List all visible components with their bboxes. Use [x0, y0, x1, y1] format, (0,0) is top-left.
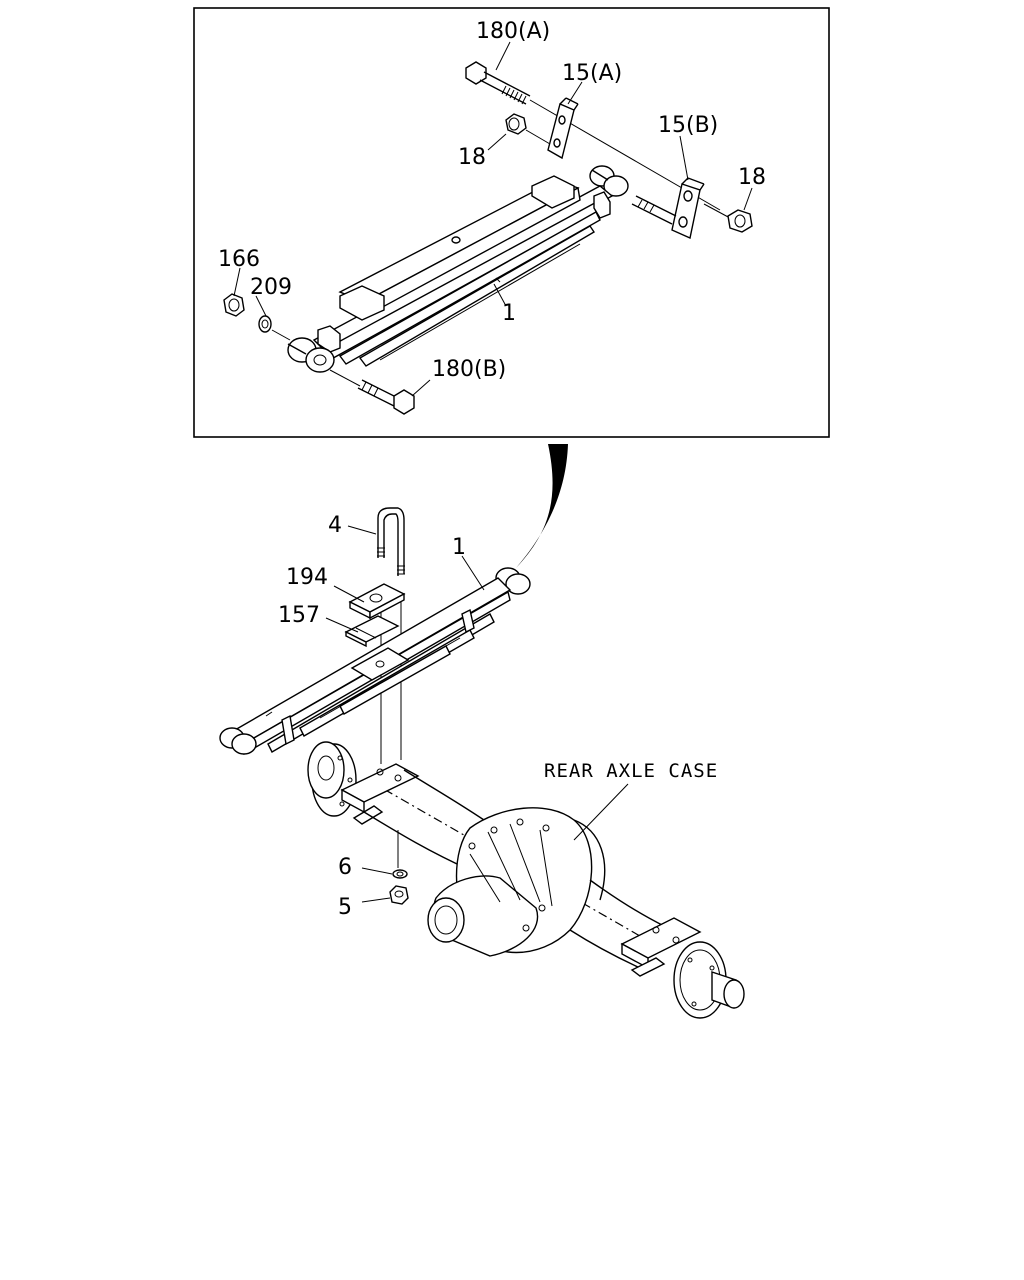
label-166: 166 — [218, 247, 260, 272]
label-axle-case: REAR AXLE CASE — [544, 760, 718, 782]
differential-housing — [427, 807, 606, 957]
label-4: 4 — [328, 513, 342, 538]
label-1-bottom: 1 — [452, 535, 466, 560]
label-194: 194 — [286, 565, 328, 590]
washer-6 — [392, 869, 408, 879]
label-180a: 180(A) — [476, 19, 550, 44]
bolt-180b — [329, 369, 415, 415]
washer-209 — [258, 315, 291, 341]
nut-18-right — [727, 209, 753, 233]
nut-5 — [389, 885, 409, 905]
nut-166 — [223, 293, 245, 317]
label-15a: 15(A) — [562, 61, 622, 86]
axle-right-hub — [620, 917, 745, 1019]
leader-15a — [567, 81, 583, 105]
label-157: 157 — [278, 603, 320, 628]
plate-157 — [344, 615, 400, 648]
pin-15b — [631, 195, 731, 225]
leader-6 — [361, 867, 393, 875]
label-18-left: 18 — [458, 145, 486, 170]
axle-tube-right — [589, 879, 665, 927]
label-209: 209 — [250, 275, 292, 300]
leader-194 — [333, 585, 365, 603]
leaf-spring-inset — [287, 165, 629, 373]
leader-166 — [233, 267, 241, 297]
detail-inset: 180(A) 15(A) 15(B) 18 18 166 209 1 180(B… — [193, 7, 830, 438]
leader-180b — [411, 379, 431, 397]
leader-axle-case — [573, 783, 629, 841]
leader-18-left — [487, 133, 507, 151]
leader-15b — [679, 135, 689, 181]
label-180b: 180(B) — [432, 357, 506, 382]
label-18-right: 18 — [738, 165, 766, 190]
leader-1-top — [493, 283, 507, 307]
axle-tube-left — [363, 811, 471, 871]
leader-209 — [255, 295, 267, 317]
leader-4 — [347, 525, 377, 535]
bolt-180a — [465, 61, 531, 105]
main-assembly: 4 194 157 1 REAR AXLE CASE 6 5 — [219, 507, 745, 1019]
axle-left-hub — [307, 741, 420, 825]
detail-callout-connector — [516, 444, 568, 568]
label-5: 5 — [338, 895, 352, 920]
bracket-15a — [547, 97, 579, 160]
label-1-top: 1 — [502, 301, 516, 326]
leader-180a — [495, 41, 511, 71]
leader-157 — [325, 617, 359, 633]
nut-18-left — [505, 113, 551, 145]
label-6: 6 — [338, 855, 352, 880]
bracket-15b — [671, 177, 705, 239]
leader-1-bottom — [461, 555, 485, 591]
leader-18-right — [743, 187, 753, 211]
label-15b: 15(B) — [658, 113, 718, 138]
pad-194 — [348, 583, 406, 620]
leader-5 — [361, 897, 391, 903]
leaf-spring-main — [219, 567, 531, 755]
